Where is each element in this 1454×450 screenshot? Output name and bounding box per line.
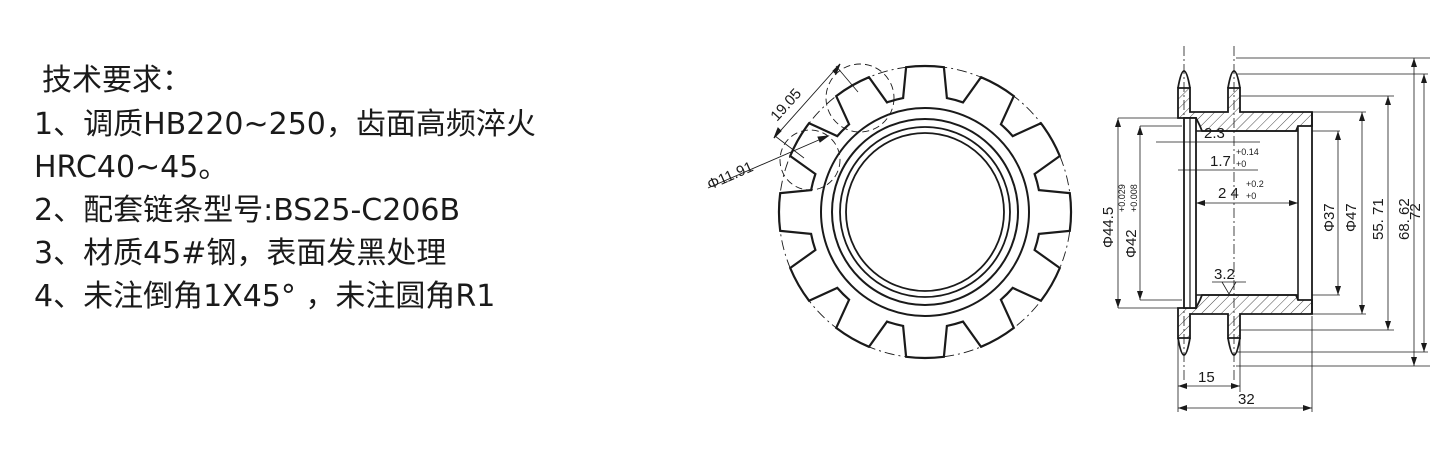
dim-37-label: Φ37 bbox=[1321, 203, 1338, 232]
requirement-line-3: 3、材质45#钢，表面发黑处理 bbox=[34, 236, 447, 271]
pitch-ext-1 bbox=[774, 135, 805, 159]
dim-68-62-label: 68. 62 bbox=[1396, 198, 1413, 240]
dim-1-7-label: 1.7 bbox=[1210, 153, 1231, 170]
roller-leader bbox=[707, 135, 829, 189]
dim-1-7-tol-lower: +0 bbox=[1236, 159, 1246, 169]
dim-24-tol-upper: +0.2 bbox=[1246, 179, 1264, 189]
roller-dim-label: Φ11.91 bbox=[705, 158, 756, 193]
dim-32-label: 32 bbox=[1238, 391, 1255, 408]
pitch-circle bbox=[778, 65, 1072, 359]
bore-circle bbox=[845, 132, 1005, 292]
requirement-line-1: 1、调质HB220~250，齿面高频淬火 bbox=[34, 107, 536, 142]
dim-42-label: Φ42 bbox=[1123, 229, 1140, 258]
hub-ring-circle bbox=[831, 118, 1019, 306]
section-dimension-lines bbox=[1117, 57, 1430, 412]
dim-15-label: 15 bbox=[1198, 369, 1215, 386]
dim-42-tol-lower: +0.008 bbox=[1129, 184, 1139, 212]
sprocket-section-view bbox=[1177, 46, 1313, 380]
roller-circle-left bbox=[779, 129, 841, 191]
section-lower-hatch bbox=[1177, 294, 1313, 339]
dim-24-label: 2 4 bbox=[1218, 185, 1239, 202]
requirements-title: 技术要求： bbox=[42, 63, 192, 98]
sprocket-tooth-outline bbox=[777, 64, 1073, 360]
technical-requirements: 技术要求： 1、调质HB220~250，齿面高频淬火 HRC40~45。 2、配… bbox=[34, 64, 694, 323]
dim-72-label: 72 bbox=[1407, 203, 1424, 220]
roller-circle-top bbox=[825, 63, 895, 133]
dim-44-5-label: Φ44.5 bbox=[1100, 207, 1117, 248]
pitch-ext-2 bbox=[835, 65, 859, 93]
requirement-line-2: 2、配套链条型号:BS25-C206B bbox=[34, 193, 461, 228]
section-upper-hatch bbox=[1177, 87, 1313, 132]
dim-2-3-label: 2.3 bbox=[1204, 125, 1225, 142]
dim-47-label: Φ47 bbox=[1343, 203, 1360, 232]
pitch-dim-line bbox=[773, 63, 841, 139]
dim-3-2-label: 3.2 bbox=[1214, 266, 1235, 283]
pitch-dim-label: 19.05 bbox=[767, 85, 805, 124]
requirement-line-4: 4、未注倒角1X45° ，未注圆角R1 bbox=[34, 279, 496, 314]
bore-chamfer-circle bbox=[839, 126, 1011, 298]
dim-24-tol-lower: +0 bbox=[1246, 191, 1256, 201]
dim-1-7-tol-upper: +0.14 bbox=[1236, 147, 1259, 157]
pitch-arrow-2 bbox=[832, 63, 841, 75]
dim-55-71-label: 55. 71 bbox=[1370, 198, 1387, 240]
sprocket-front-view bbox=[707, 63, 1073, 360]
pitch-arrow-1 bbox=[773, 127, 782, 139]
roller-leader-arrow bbox=[817, 135, 830, 143]
dim-42-tol-upper: +0.029 bbox=[1117, 184, 1127, 212]
requirement-line-1-cont: HRC40~45。 bbox=[34, 150, 229, 185]
section-dimension-arrows bbox=[1115, 58, 1427, 411]
hub-outer-circle bbox=[820, 107, 1030, 317]
